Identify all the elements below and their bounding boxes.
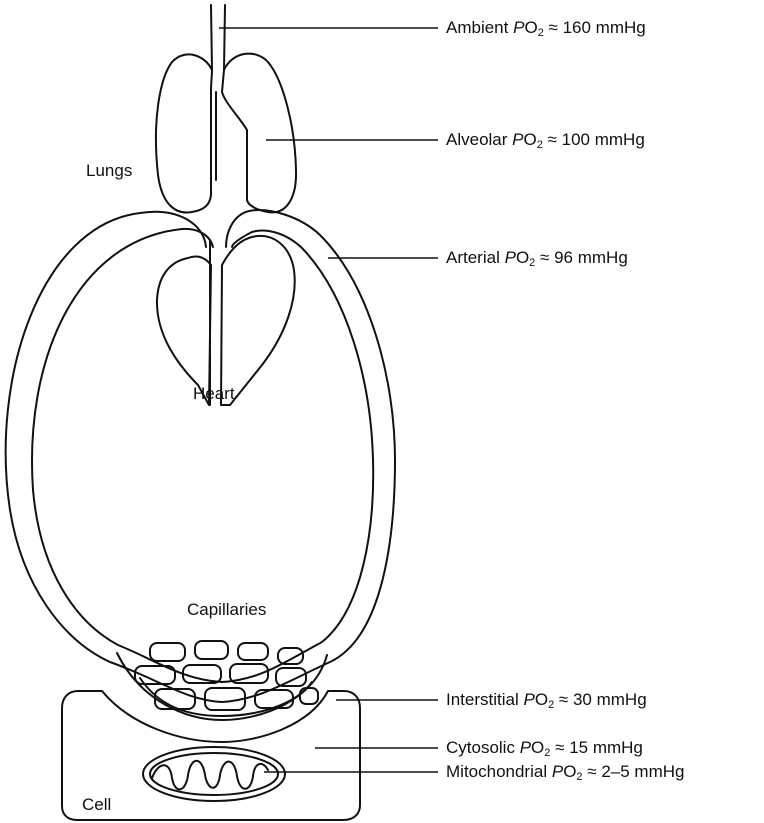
trachea bbox=[211, 5, 225, 70]
lungs-label: Lungs bbox=[86, 161, 132, 181]
capillary-network bbox=[117, 641, 327, 720]
capillaries-label: Capillaries bbox=[187, 600, 266, 620]
interstitial-po2-label: Interstitial PO2 ≈ 30 mmHg bbox=[446, 690, 647, 710]
alveolar-po2-label: Alveolar PO2 ≈ 100 mmHg bbox=[446, 130, 645, 150]
arterial-po2-label: Arterial PO2 ≈ 96 mmHg bbox=[446, 248, 628, 268]
circulation-loop bbox=[6, 210, 395, 702]
ambient-po2-label: Ambient PO2 ≈ 160 mmHg bbox=[446, 18, 646, 38]
mitochondrion-shape bbox=[143, 747, 285, 801]
heart-label: Heart bbox=[193, 384, 235, 404]
lungs-shape bbox=[156, 54, 296, 213]
mitochondrial-po2-label: Mitochondrial PO2 ≈ 2–5 mmHg bbox=[446, 762, 684, 782]
heart-shape bbox=[157, 236, 295, 405]
cytosolic-po2-label: Cytosolic PO2 ≈ 15 mmHg bbox=[446, 738, 643, 758]
cell-label: Cell bbox=[82, 795, 111, 815]
